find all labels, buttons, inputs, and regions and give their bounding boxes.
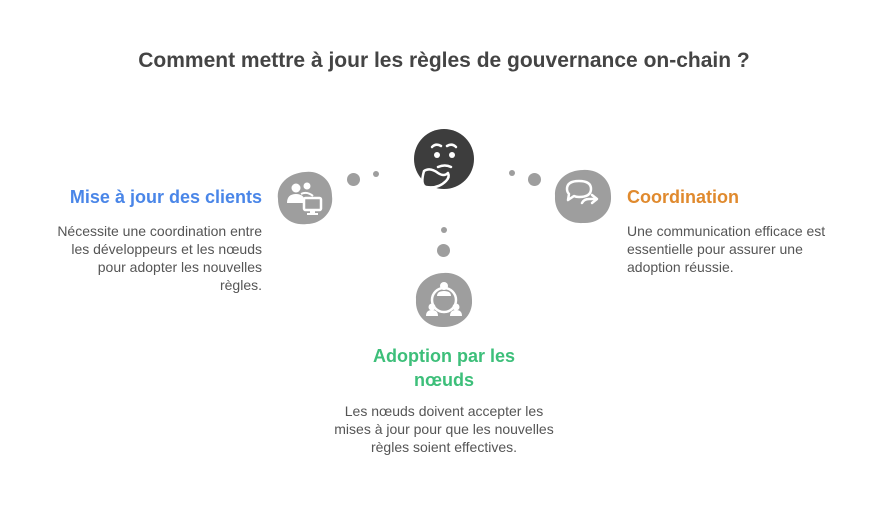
connector-dot — [441, 227, 447, 233]
connector-dot — [528, 173, 541, 186]
diagram-title: Comment mettre à jour les règles de gouv… — [138, 49, 750, 72]
connector-dot — [437, 244, 450, 257]
users-computer-icon — [277, 171, 333, 225]
thinking-face-icon — [414, 129, 474, 189]
clients-heading: Mise à jour des clients — [69, 187, 262, 207]
coordination-description: Une communication efficace est essentiel… — [627, 223, 826, 275]
chat-bubbles-icon — [554, 169, 612, 224]
connector-dot — [373, 171, 379, 177]
coordination-heading: Coordination — [627, 187, 739, 207]
adoption-description: Les nœuds doivent accepter les mises à j… — [334, 403, 554, 455]
adoption-heading: Adoption par les nœuds — [372, 346, 515, 390]
clients-description: Nécessite une coordination entre les dév… — [57, 223, 262, 293]
connector-dot — [509, 170, 515, 176]
network-people-icon — [415, 272, 473, 328]
connector-dot — [347, 173, 360, 186]
